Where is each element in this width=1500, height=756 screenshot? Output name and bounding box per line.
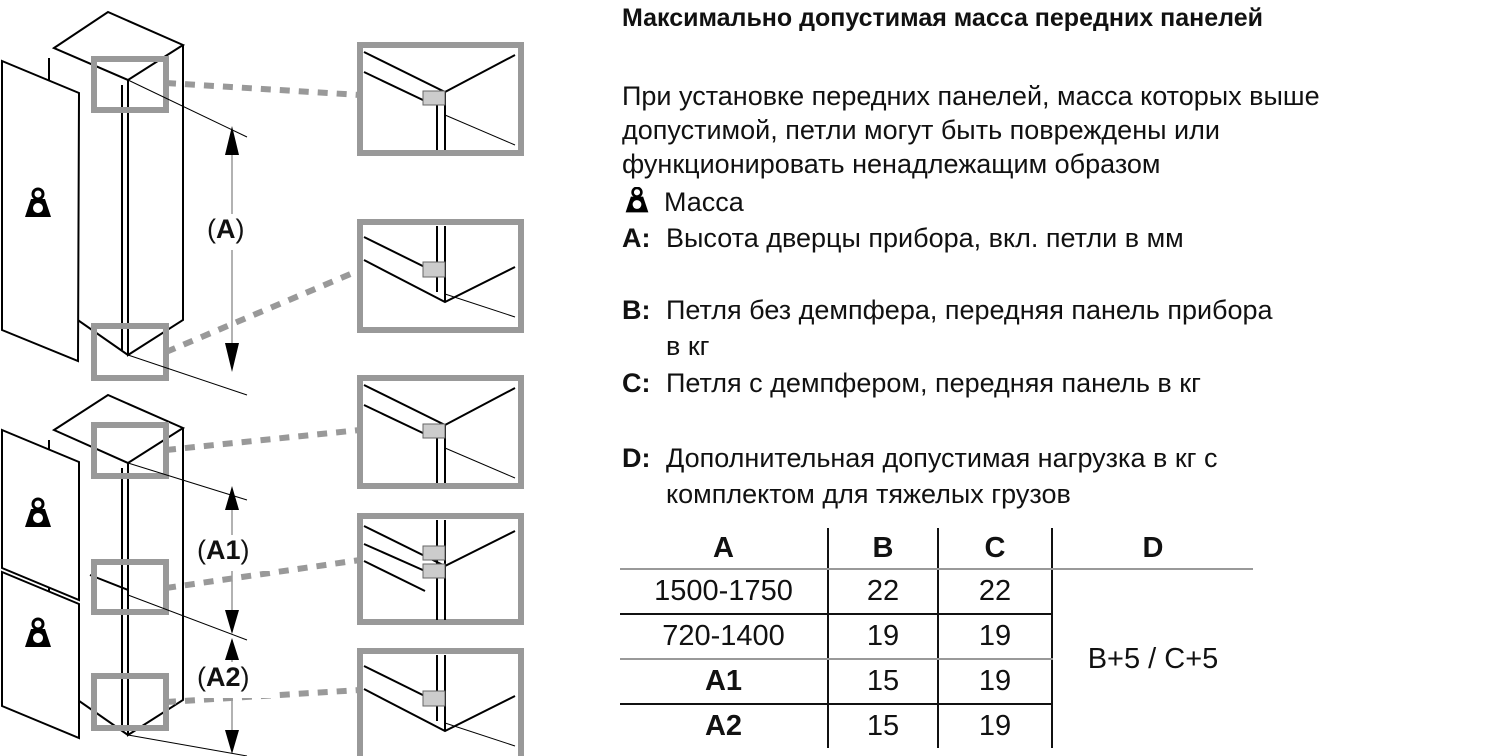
weight-table: A B C D 1500-1750 22 22 B+5 / C+5 720-14… [620, 528, 1253, 748]
cell: 19 [828, 614, 939, 660]
cell-d-value: B+5 / C+5 [1087, 642, 1219, 675]
header-d: D [1052, 528, 1253, 570]
table-row: A2 15 19 [620, 704, 1253, 748]
cell: 19 [938, 704, 1053, 748]
cell: 22 [828, 569, 939, 615]
legend-b: B:Петля без демпфера, передняя панель пр… [622, 295, 1273, 325]
dimension-label-a: (A) [207, 214, 245, 244]
weight-icon [624, 186, 650, 214]
intro-line: допустимой, петли могут быть повреждены … [622, 115, 1220, 145]
cell: 15 [828, 704, 939, 748]
header-b: B [828, 528, 939, 570]
cell: 720-1400 [620, 614, 829, 660]
cell: A2 [620, 704, 829, 748]
cell: 15 [828, 659, 939, 705]
cell: 19 [938, 614, 1053, 660]
dimension-label-a1: (A1) [197, 535, 250, 565]
legend-mass-text: Масса [664, 187, 744, 217]
legend-b-cont: в кг [666, 331, 710, 361]
table-row: 720-1400 19 19 [620, 614, 1253, 660]
table-row: A1 15 19 [620, 659, 1253, 705]
cell: 1500-1750 [620, 569, 829, 615]
header-c: C [938, 528, 1053, 570]
page-title: Максимально допустимая масса передних па… [622, 4, 1263, 32]
installation-diagram [0, 10, 524, 756]
cell: 19 [938, 659, 1053, 705]
legend-a: A:Высота дверцы прибора, вкл. петли в мм [622, 223, 1184, 253]
table-row: 1500-1750 22 22 B+5 / C+5 [620, 569, 1253, 675]
cell: A1 [620, 659, 829, 705]
cell: 22 [938, 569, 1053, 615]
legend-c: C:Петля с демпфером, передняя панель в к… [622, 368, 1201, 398]
header-a: A [620, 528, 829, 570]
legend-d-cont: комплектом для тяжелых грузов [666, 479, 1071, 509]
single-door-appliance [0, 10, 521, 396]
table-header: A B C D [620, 528, 1253, 570]
legend-d: D:Дополнительная допустимая нагрузка в к… [622, 443, 1218, 473]
intro-line: При установке передних панелей, масса ко… [622, 81, 1320, 111]
dimension-label-a2: (A2) [197, 662, 250, 692]
two-door-appliance [1, 378, 524, 756]
intro-line: функционировать ненадлежащим образом [622, 149, 1161, 179]
legend-mass: Масса [622, 186, 744, 218]
